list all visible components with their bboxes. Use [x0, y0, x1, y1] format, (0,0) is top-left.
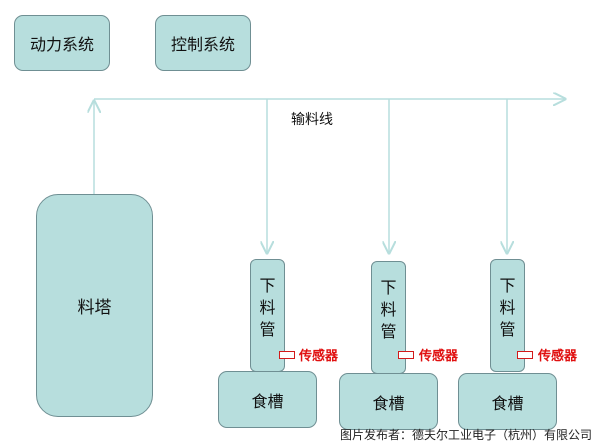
drop-pipe-3-char-3: 管 — [499, 319, 516, 339]
drop-pipe-3-char-1: 下 — [499, 275, 516, 295]
sensor-marker-3 — [517, 351, 533, 359]
feed-trough-1: 食槽 — [218, 371, 317, 428]
control-system-label: 控制系统 — [170, 35, 235, 54]
drop-pipe-1-char-1: 下 — [259, 275, 276, 295]
feed-line-label: 输料线 — [291, 112, 333, 128]
feed-trough-3: 食槽 — [458, 373, 557, 430]
sensor-label-1: 传感器 — [299, 349, 339, 364]
power-system-label: 动力系统 — [29, 35, 94, 54]
sensor-label-2: 传感器 — [419, 349, 459, 364]
feed-tower-label: 料塔 — [77, 298, 112, 318]
drop-pipe-1-char-3: 管 — [259, 319, 276, 339]
feed-tower: 料塔 — [36, 194, 153, 417]
control-system-box: 控制系统 — [155, 15, 251, 71]
drop-pipe-1-char-2: 料 — [259, 297, 276, 317]
publisher-credit: 图片发布者：德夫尔工业电子（杭州）有限公司 — [339, 428, 592, 442]
drop-pipe-2-char-3: 管 — [380, 321, 397, 341]
drop-pipe-2-char-1: 下 — [380, 277, 397, 297]
drop-pipe-3-char-2: 料 — [499, 297, 516, 317]
sensor-marker-2 — [398, 351, 414, 359]
feed-trough-2-label: 食槽 — [372, 393, 405, 413]
sensor-marker-1 — [279, 351, 295, 359]
drop-pipe-1: 下 料 管 — [250, 259, 285, 372]
drop-pipe-2: 下 料 管 — [371, 261, 406, 374]
power-system-box: 动力系统 — [14, 15, 110, 71]
feed-trough-2: 食槽 — [339, 373, 438, 430]
drop-pipe-2-char-2: 料 — [380, 299, 397, 319]
feed-trough-3-label: 食槽 — [491, 393, 524, 413]
sensor-label-3: 传感器 — [538, 349, 578, 364]
feed-trough-1-label: 食槽 — [251, 391, 284, 411]
